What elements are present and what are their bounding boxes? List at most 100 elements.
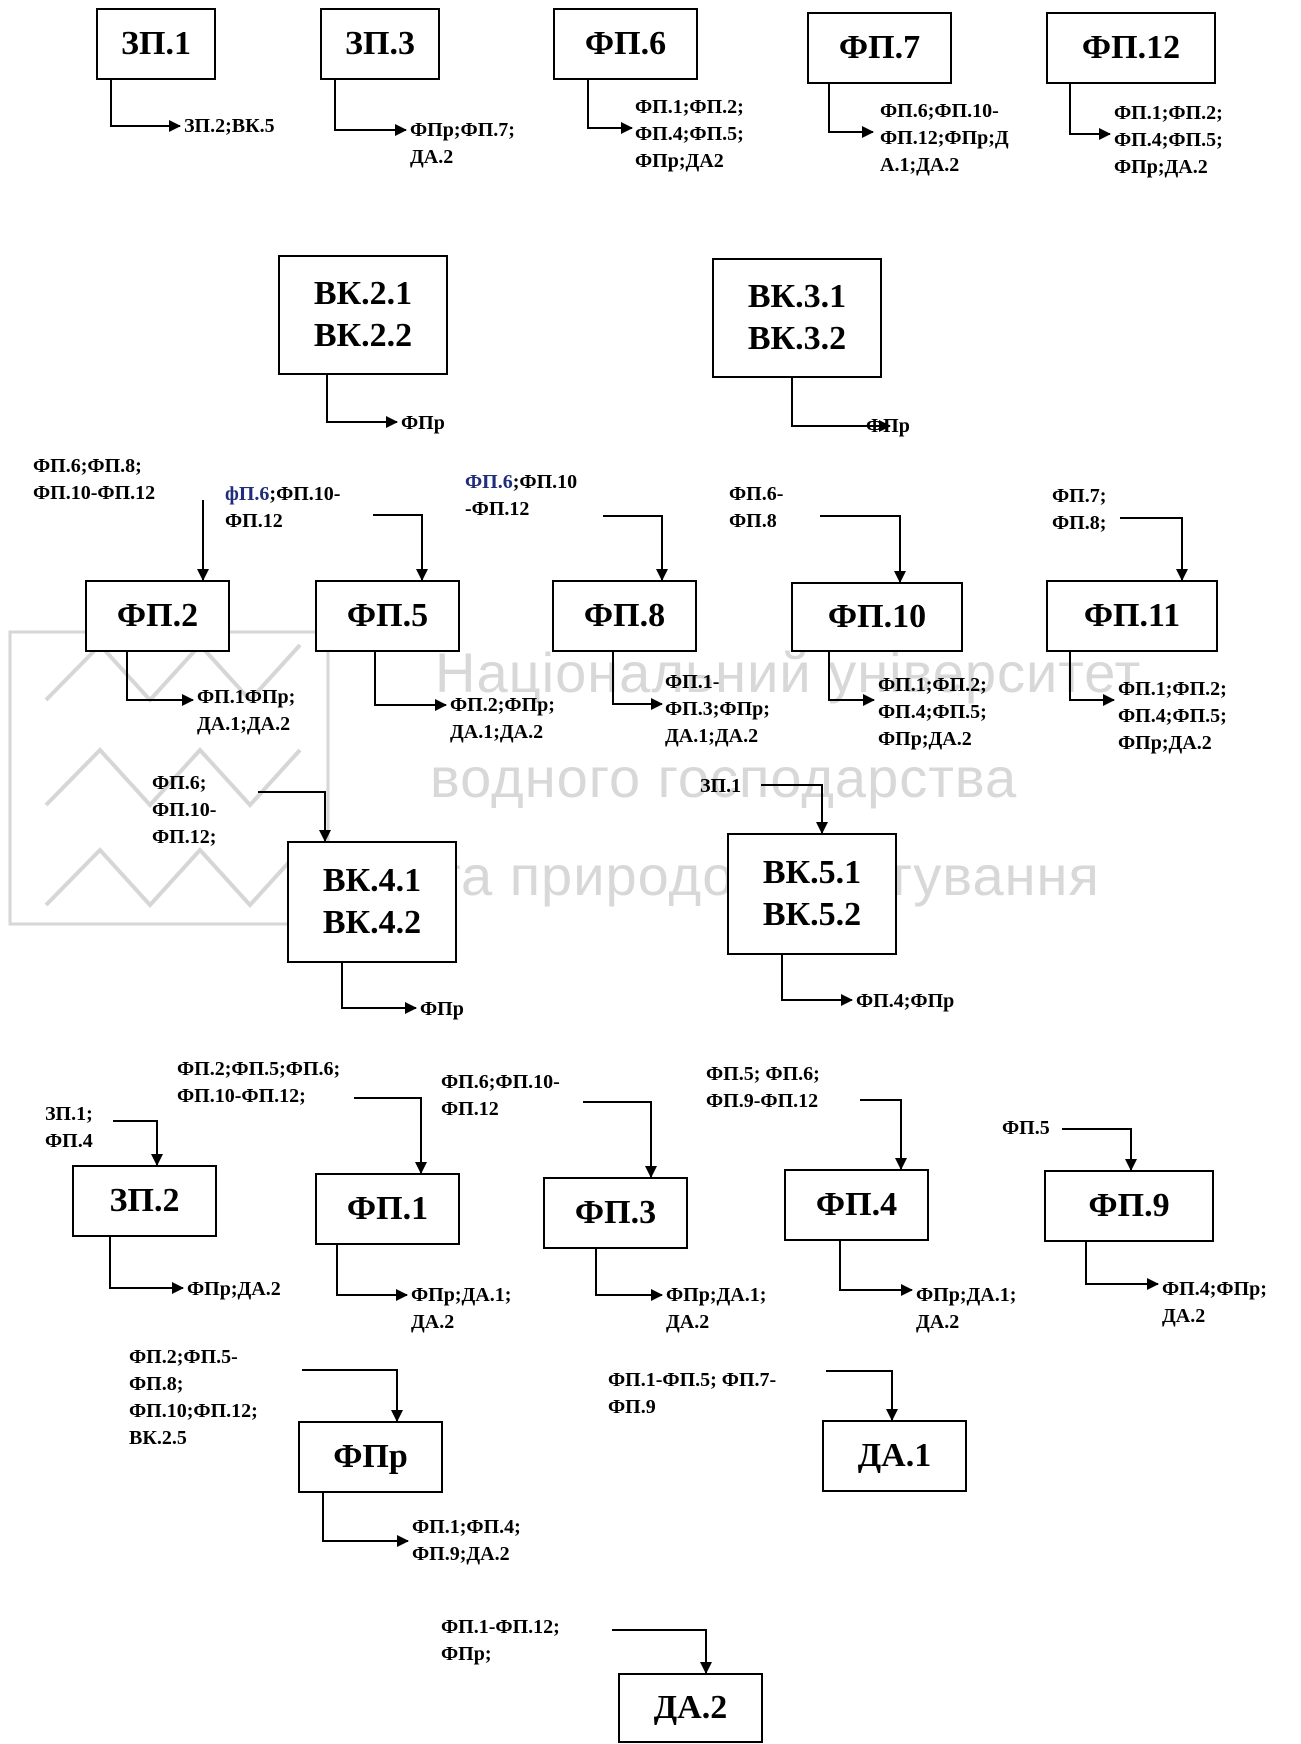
node-label: ФП.2 [116,596,199,634]
output-label-fp6: ФП.1;ФП.2; ФП.4;ФП.5; ФПр;ДА2 [635,96,744,172]
node-fp2: ФП.2 [85,580,230,652]
node-label: ВК.2.1 [313,274,413,312]
input-label-fp10: ФП.6- ФП.8 [729,483,784,532]
input-label-fp11: ФП.7; ФП.8; [1052,485,1107,534]
node-label: ВК.4.2 [322,904,422,941]
node-label: ФП.10 [827,597,927,635]
node-label: ЗП.1 [121,24,191,62]
watermark-zigzag-3 [44,847,302,908]
node-fp5: ФП.5 [315,580,460,652]
output-arrow-fp1 [336,1245,408,1301]
node-fp9: ФП.9 [1044,1170,1214,1242]
output-arrow-fp3 [595,1249,663,1301]
node-label: ФПр [333,1437,408,1475]
watermark-zigzag-1 [44,642,302,703]
output-arrow-zp2 [109,1237,184,1294]
input-label-vk4: ФП.6; ФП.10- ФП.12; [152,772,217,848]
output-label-fp5: ФП.2;ФПр; ДА.1;ДА.2 [450,694,555,743]
output-label-fp9: ФП.4;ФПр; ДА.2 [1162,1278,1267,1327]
output-arrow-zp3 [334,80,407,136]
output-label-fp12: ФП.1;ФП.2; ФП.4;ФП.5; ФПр;ДА.2 [1114,102,1223,178]
node-da2: ДА.2 [618,1673,763,1743]
input-arrow-da2 [612,1629,712,1674]
input-label-fpr: ФП.2;ФП.5- ФП.8; ФП.10;ФП.12; ВК.2.5 [129,1346,258,1449]
output-arrow-vk2 [326,375,398,428]
input-label-da1: ФП.1-ФП.5; ФП.7- ФП.9 [608,1369,777,1418]
node-zp3: ЗП.3 [320,8,440,80]
output-label-vk2: ФПр [401,412,445,434]
node-fpr: ФПр [298,1421,443,1493]
node-fp12: ФП.12 [1046,12,1216,84]
node-label: ЗП.3 [345,24,415,62]
output-arrow-fp2 [126,652,194,706]
input-label-fp5: фП.6;ФП.10- ФП.12 [225,483,341,532]
output-arrow-fpr [322,1493,409,1547]
output-label-zp1: ЗП.2;ВК.5 [184,115,275,137]
input-arrow-fp8 [603,515,668,581]
node-label: ВК.3.2 [747,320,847,357]
output-arrow-fp12 [1069,84,1111,140]
node-label: ФП.8 [583,596,666,634]
output-arrow-vk5 [781,955,853,1006]
output-label-vk3: ФПр [866,415,910,437]
output-label-vk4: ФПр [420,998,464,1020]
node-label: ВК.3.1 [747,277,847,315]
node-label: ФП.1 [346,1189,429,1227]
input-arrow-fp3 [583,1101,657,1178]
output-arrow-vk4 [341,963,417,1014]
node-label: ФП.12 [1081,28,1181,66]
input-label-zp2: ЗП.1; ФП.4 [45,1103,93,1152]
output-arrow-fp4 [839,1241,913,1296]
output-label-vk5: ФП.4;ФПр [856,990,955,1012]
node-zp2: ЗП.2 [72,1165,217,1237]
input-label-fp3: ФП.6;ФП.10- ФП.12 [441,1071,560,1120]
input-arrow-fp4 [860,1099,907,1170]
node-label: ФП.6 [584,24,667,62]
output-arrow-vk3 [791,378,891,432]
input-label-fp4: ФП.5; ФП.6; ФП.9-ФП.12 [706,1063,820,1112]
input-label-vk5: ЗП.1 [700,775,742,797]
input-arrow-fp11 [1120,517,1188,581]
input-label-da2: ФП.1-ФП.12; ФПр; [441,1616,560,1665]
output-arrow-fp6 [587,80,633,134]
input-label-highlight: ФП.6 [465,471,513,493]
node-fp6: ФП.6 [553,8,698,80]
node-label: ВК.4.1 [322,861,422,899]
input-arrow-fp10 [820,515,906,583]
node-fp4: ФП.4 [784,1169,929,1241]
node-fp10: ФП.10 [791,582,963,652]
output-arrow-fp10 [828,652,875,706]
output-label-fp11: ФП.1;ФП.2; ФП.4;ФП.5; ФПр;ДА.2 [1118,678,1227,754]
node-label: ФП.9 [1088,1186,1170,1224]
output-label-zp3: ФПр;ФП.7; ДА.2 [410,119,515,168]
input-label-fp9: ФП.5 [1002,1117,1050,1139]
input-arrow-fpr [302,1369,403,1422]
input-arrow-fp5 [373,514,428,581]
output-label-fp2: ФП.1ФПр; ДА.1;ДА.2 [197,686,296,735]
watermark-line-2: водного господарства [430,746,1018,809]
input-arrow-vk4 [258,791,331,842]
node-label: ВК.2.2 [313,317,413,354]
node-fp1: ФП.1 [315,1173,460,1245]
output-arrow-fp11 [1069,652,1115,706]
output-label-fp4: ФПр;ДА.1; ДА.2 [916,1284,1017,1333]
input-arrow-fp1 [354,1097,427,1174]
input-label-fp8: ФП.6;ФП.10 -ФП.12 [465,471,578,520]
node-da1: ДА.1 [822,1420,967,1492]
node-label: ФП.3 [574,1193,657,1231]
output-arrow-fp8 [612,652,663,710]
input-arrow-zp2 [113,1120,163,1166]
node-label: ДА.2 [653,1688,728,1726]
output-label-fp10: ФП.1;ФП.2; ФП.4;ФП.5; ФПр;ДА.2 [878,674,987,750]
output-arrow-zp1 [110,80,181,132]
node-label: ВК.5.1 [762,853,862,891]
output-arrow-fp7 [828,84,874,138]
node-fp11: ФП.11 [1046,580,1218,652]
node-fp8: ФП.8 [552,580,697,652]
input-label-fp1: ФП.2;ФП.5;ФП.6; ФП.10-ФП.12; [177,1058,341,1107]
